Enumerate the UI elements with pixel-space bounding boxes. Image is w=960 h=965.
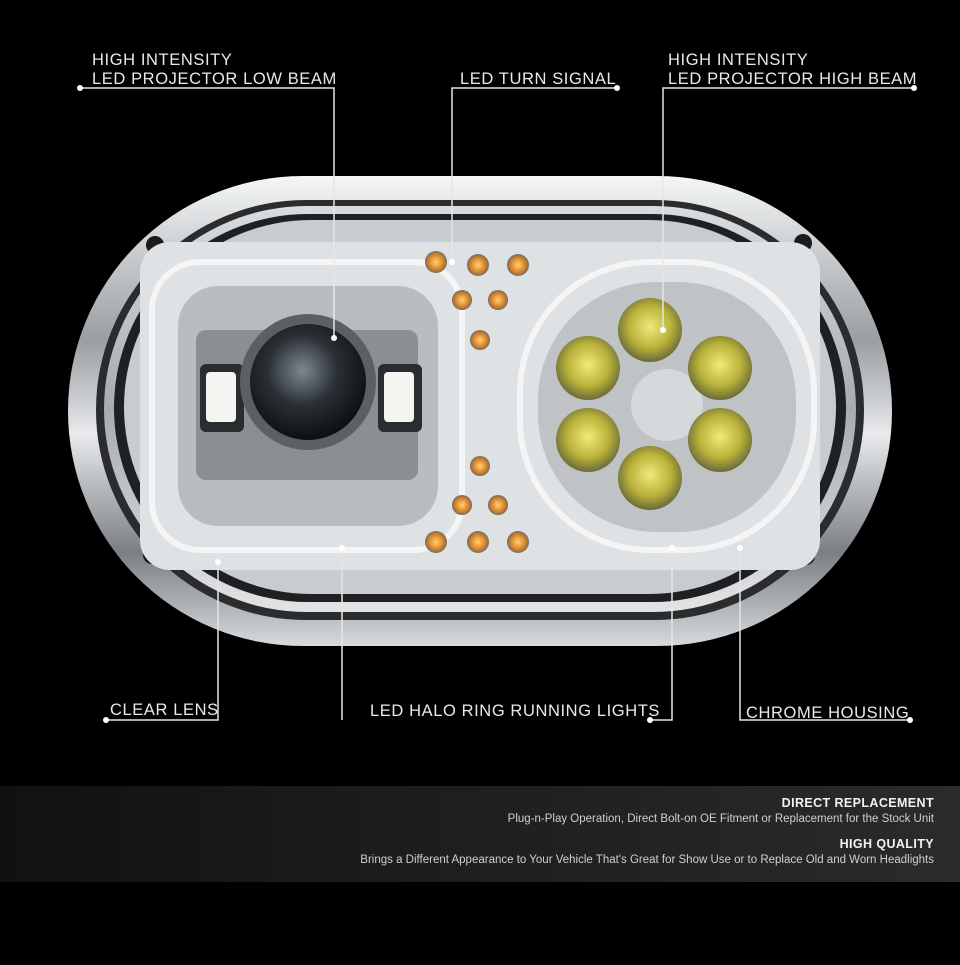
halo-ring-right [517,259,817,553]
halo-ring-left [149,259,465,553]
callout-chrome-housing: CHROME HOUSING [746,704,910,722]
callout-halo-ring: LED HALO RING RUNNING LIGHTS [370,702,661,720]
feature-description: Brings a Different Appearance to Your Ve… [360,854,934,866]
callout-high-beam-line1: HIGH INTENSITY [668,51,809,69]
projector-lens [250,324,366,440]
callout-turn-signal: LED TURN SIGNAL [460,70,617,88]
callout-low-beam-line2: LED PROJECTOR LOW BEAM [92,70,337,88]
callout-high-beam-line2: LED PROJECTOR HIGH BEAM [668,70,918,88]
callout-low-beam-line1: HIGH INTENSITY [92,51,233,69]
feature-title: HIGH QUALITY [839,837,934,851]
feature-footer: DIRECT REPLACEMENT Plug-n-Play Operation… [0,786,960,882]
turn-signal-leds [425,251,529,553]
feature-description: Plug-n-Play Operation, Direct Bolt-on OE… [507,813,934,825]
callout-clear-lens: CLEAR LENS [110,701,219,719]
high-beam-leds [556,298,752,510]
feature-title: DIRECT REPLACEMENT [781,796,934,810]
